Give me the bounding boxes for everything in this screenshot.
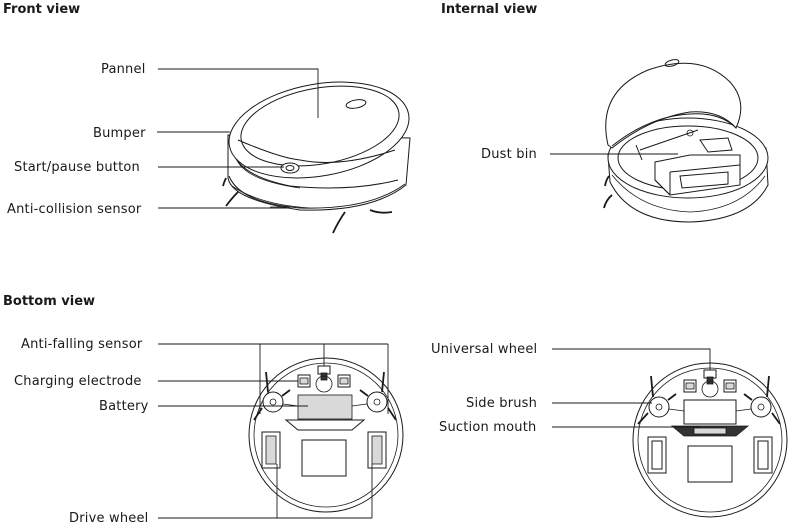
leader-lines — [157, 68, 711, 519]
start-pause-button-icon — [280, 162, 300, 174]
label-start-pause: Start/pause button — [14, 160, 140, 175]
label-suction-mouth: Suction mouth — [439, 420, 537, 435]
internal-view-robot — [603, 59, 769, 223]
internal-view-heading: Internal view — [441, 2, 538, 17]
bottom-view-robot — [248, 357, 404, 513]
label-battery: Battery — [99, 399, 149, 414]
label-bumper: Bumper — [93, 126, 146, 141]
label-universal-wheel: Universal wheel — [431, 342, 538, 357]
label-drive-wheel: Drive wheel — [69, 511, 149, 526]
label-anti-collision: Anti-collision sensor — [7, 202, 142, 217]
front-view-robot — [222, 81, 411, 234]
label-charging-electrode: Charging electrode — [14, 374, 142, 389]
label-side-brush: Side brush — [466, 396, 538, 411]
bottom-view-heading: Bottom view — [3, 294, 96, 309]
label-pannel: Pannel — [101, 62, 146, 77]
label-dust-bin: Dust bin — [481, 147, 537, 162]
front-view-heading: Front view — [3, 2, 81, 17]
label-anti-falling: Anti-falling sensor — [21, 337, 143, 352]
bottom-view-robot-right — [632, 362, 788, 518]
